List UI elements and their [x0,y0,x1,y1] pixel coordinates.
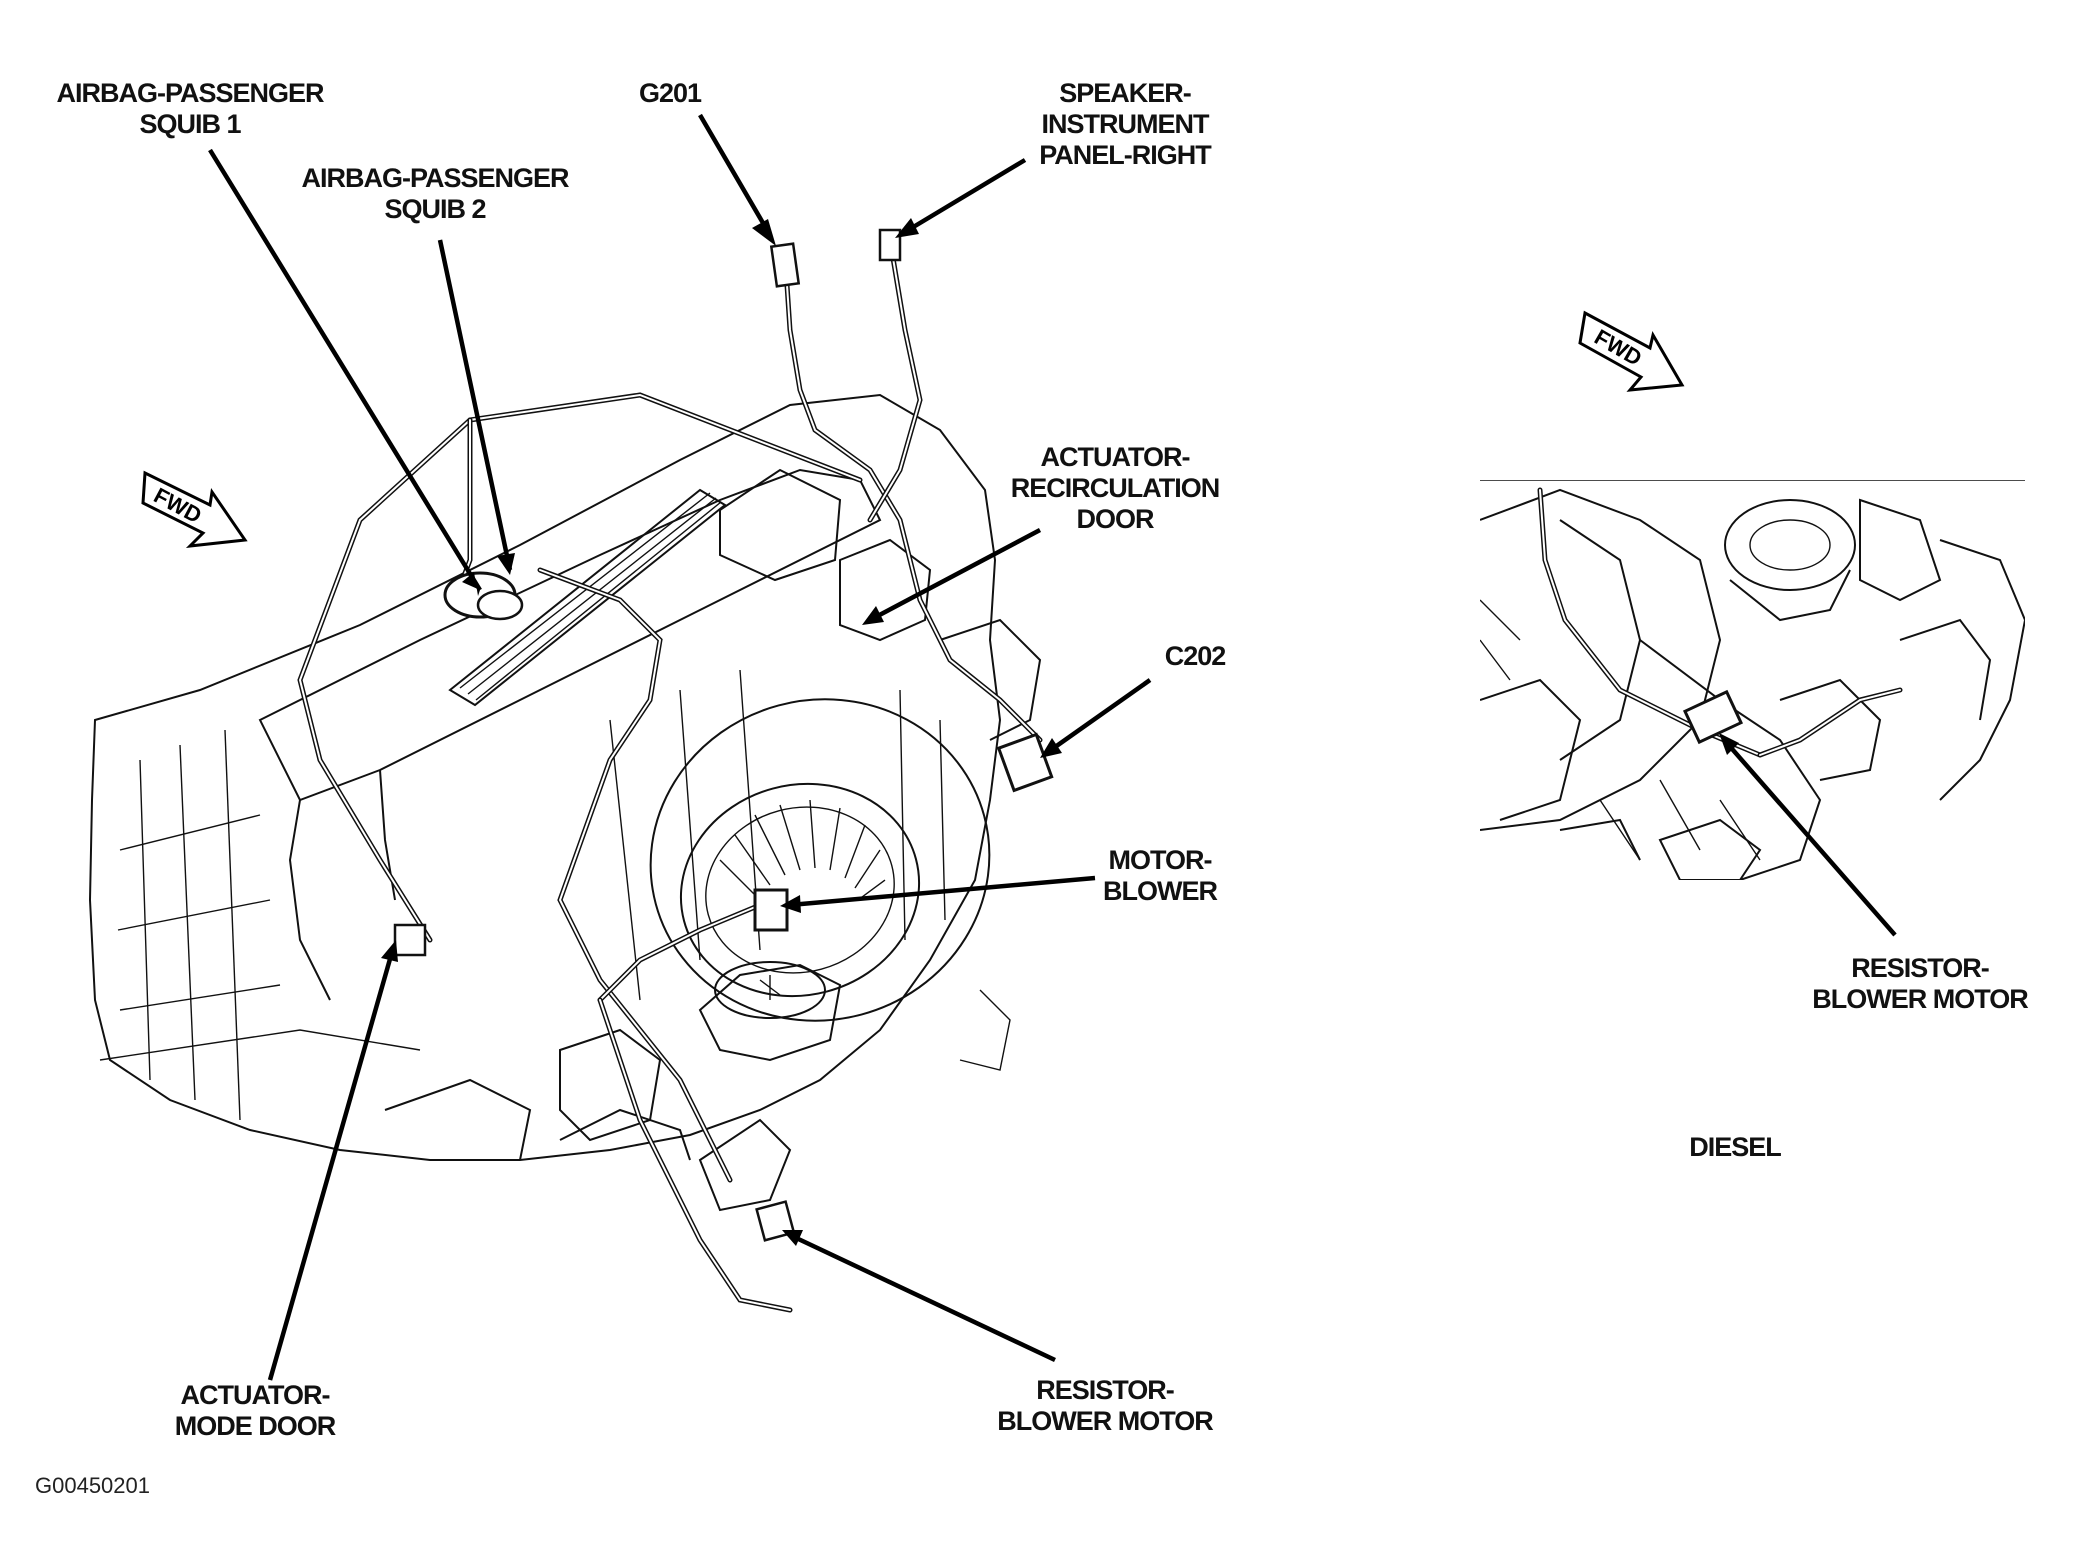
hvac-housing-drawing [88,393,1042,1212]
label-line: AIRBAG-PASSENGER [301,163,569,193]
leader-lines-left [208,113,1152,1381]
label-motor-blower: MOTOR- BLOWER [1085,845,1235,907]
label-actuator-mode-door: ACTUATOR- MODE DOOR [140,1380,370,1442]
label-line: MODE DOOR [174,1411,337,1441]
label-line: SQUIB 2 [384,194,486,224]
label-line: ACTUATOR- [1040,442,1191,472]
diesel-inset-drawing [1480,480,2025,880]
label-line: RESISTOR- [1036,1375,1175,1405]
label-line: INSTRUMENT [1041,109,1210,139]
figure-id: G00450201 [35,1473,150,1498]
label-line: SPEAKER- [1059,78,1192,108]
label-line: RESISTOR- [1851,953,1990,983]
label-line: G201 [638,78,702,108]
label-airbag-squib-2: AIRBAG-PASSENGER SQUIB 2 [275,163,595,225]
leader-lines-right [1719,733,1897,937]
label-line: C202 [1164,641,1227,671]
label-line: MOTOR- [1108,845,1213,875]
label-line: SQUIB 1 [139,109,241,139]
label-line: ACTUATOR- [180,1380,331,1410]
label-line: BLOWER MOTOR [1812,984,2028,1014]
label-line: DOOR [1076,504,1155,534]
label-g201: G201 [615,78,725,109]
label-line: BLOWER MOTOR [997,1406,1213,1436]
label-line: DIESEL [1689,1132,1782,1162]
label-actuator-recirculation-door: ACTUATOR- RECIRCULATION DOOR [975,442,1255,535]
label-airbag-squib-1: AIRBAG-PASSENGER SQUIB 1 [40,78,340,140]
label-line: PANEL-RIGHT [1039,140,1212,170]
label-c202: C202 [1150,641,1240,672]
wiring-harness [297,228,1054,1313]
fwd-arrow-icon: FWD [141,470,248,548]
label-resistor-blower-motor-diesel: RESISTOR- BLOWER MOTOR [1790,953,2050,1015]
label-speaker-instrument-panel-right: SPEAKER- INSTRUMENT PANEL-RIGHT [1020,78,1230,171]
diesel-caption: DIESEL [1670,1132,1800,1163]
label-line: AIRBAG-PASSENGER [56,78,324,108]
label-resistor-blower-motor: RESISTOR- BLOWER MOTOR [975,1375,1235,1437]
label-line: RECIRCULATION [1010,473,1220,503]
label-line: BLOWER [1103,876,1218,906]
fwd-arrow-right-icon: FWD [1578,310,1685,392]
diesel-inset-harness [1537,487,1903,758]
